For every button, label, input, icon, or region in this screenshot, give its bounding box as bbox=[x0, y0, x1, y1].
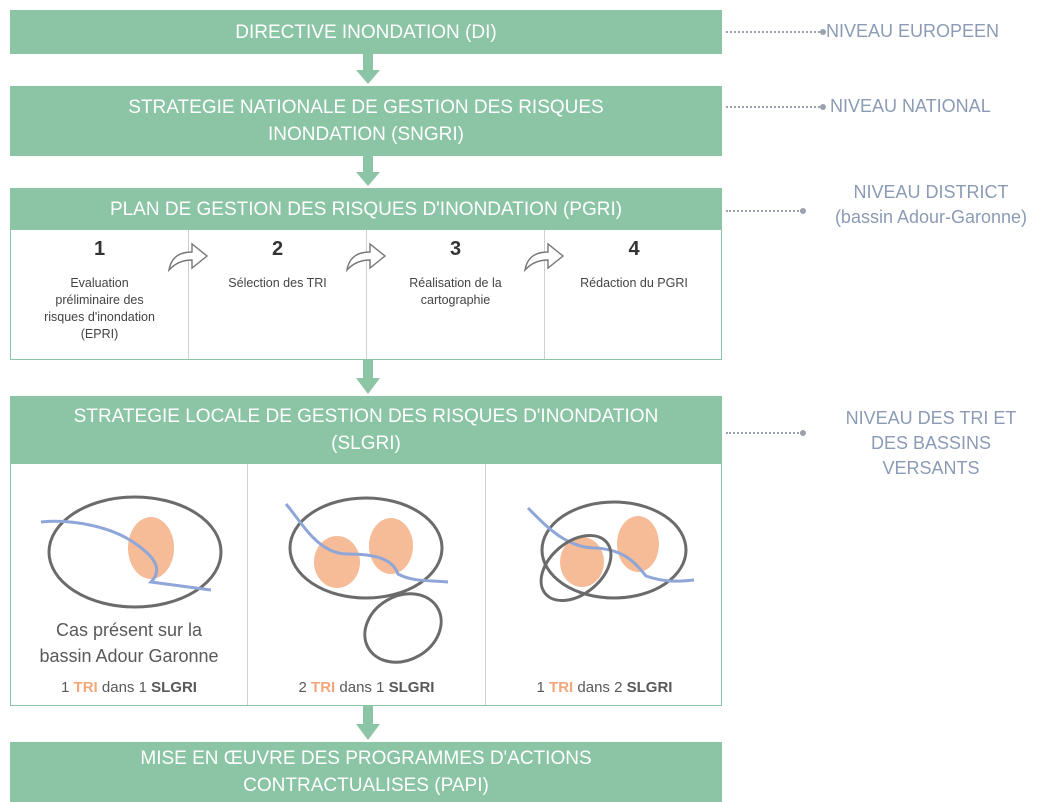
level-tri-line2: DES BASSINS bbox=[870, 433, 992, 453]
down-arrow-4 bbox=[356, 706, 380, 740]
step-1-line: (EPRI) bbox=[80, 327, 119, 341]
bar-slgri-line1: STRATEGIE LOCALE DE GESTION DES RISQUES … bbox=[73, 406, 659, 427]
bar-pgri: PLAN DE GESTION DES RISQUES D'INONDATION… bbox=[10, 188, 722, 230]
step-1-line: préliminaire des bbox=[55, 293, 144, 307]
level-district-line2: (bassin Adour-Garonne) bbox=[834, 207, 1028, 227]
step-2-line: Sélection des TRI bbox=[228, 276, 327, 290]
step-4-text: Rédaction du PGRI bbox=[545, 275, 723, 292]
connector-national bbox=[726, 106, 820, 108]
down-arrow-2 bbox=[356, 156, 380, 186]
slgri-label: SLGRI bbox=[626, 679, 673, 696]
connector-district bbox=[726, 210, 802, 212]
bar-sngri-line1: STRATEGIE NATIONALE DE GESTION DES RISQU… bbox=[128, 97, 604, 118]
slgri-count: 2 bbox=[614, 679, 623, 696]
step-4-number: 4 bbox=[628, 238, 640, 260]
step-2: 2 Sélection des TRI bbox=[189, 230, 367, 359]
bar-papi-line2: CONTRACTUALISES (PAPI) bbox=[243, 775, 489, 796]
tri-count: 1 bbox=[61, 679, 70, 696]
level-europeen-label: NIVEAU EUROPEEN bbox=[826, 21, 1000, 41]
level-district: NIVEAU DISTRICT (bassin Adour-Garonne) bbox=[812, 180, 1050, 230]
connector-end-tri bbox=[800, 430, 806, 436]
bar-papi-line1: MISE EN ŒUVRE DES PROGRAMMES D'ACTIONS bbox=[140, 748, 592, 769]
case-1-note: Cas présent sur la bassin Adour Garonne bbox=[11, 617, 247, 669]
case-1-note-line1: Cas présent sur la bbox=[55, 620, 203, 640]
connector-end-europeen bbox=[820, 29, 826, 35]
bar-pgri-label: PLAN DE GESTION DES RISQUES D'INONDATION… bbox=[109, 198, 623, 220]
bar-papi: MISE EN ŒUVRE DES PROGRAMMES D'ACTIONS C… bbox=[10, 742, 722, 802]
level-tri-line1: NIVEAU DES TRI ET bbox=[845, 408, 1017, 428]
case-1-caption: 1 TRI dans 1 SLGRI bbox=[11, 679, 247, 696]
bar-slgri: STRATEGIE LOCALE DE GESTION DES RISQUES … bbox=[10, 396, 722, 464]
step-2-text: Sélection des TRI bbox=[189, 275, 366, 292]
step-3-number: 3 bbox=[449, 238, 462, 260]
tri-label: TRI bbox=[311, 679, 336, 696]
down-arrow-3 bbox=[356, 360, 380, 394]
slgri-count: 1 bbox=[376, 679, 385, 696]
level-national-label: NIVEAU NATIONAL bbox=[830, 96, 991, 116]
case-3: 1 TRI dans 2 SLGRI bbox=[486, 464, 723, 705]
step-arrow-icon bbox=[345, 242, 387, 273]
case-2: 2 TRI dans 1 SLGRI bbox=[248, 464, 486, 705]
step-3-line: Réalisation de la bbox=[409, 276, 502, 290]
step-3: 3 Réalisation de la cartographie bbox=[367, 230, 545, 359]
step-4-line: Rédaction du PGRI bbox=[580, 276, 688, 290]
dans-word: dans bbox=[101, 679, 135, 696]
step-1-line: risques d'inondation bbox=[44, 310, 155, 324]
bar-directive-inondation: DIRECTIVE INONDATION (DI) bbox=[10, 10, 722, 54]
bar-slgri-line2: (SLGRI) bbox=[331, 433, 401, 454]
bar-sngri-line2: INONDATION (SNGRI) bbox=[268, 124, 464, 145]
slgri-cases-panel: Cas présent sur la bassin Adour Garonne … bbox=[10, 464, 722, 706]
step-arrow-icon bbox=[523, 242, 565, 273]
case-3-illustration bbox=[526, 500, 695, 603]
step-2-number: 2 bbox=[271, 238, 284, 260]
tri-count: 2 bbox=[298, 679, 307, 696]
step-3-text: Réalisation de la cartographie bbox=[367, 275, 544, 309]
case-2-caption: 2 TRI dans 1 SLGRI bbox=[248, 679, 485, 696]
down-arrow-1 bbox=[356, 54, 380, 84]
connector-end-national bbox=[820, 104, 826, 110]
connector-tri bbox=[726, 432, 802, 434]
step-1: 1 Evaluation préliminaire des risques d'… bbox=[11, 230, 189, 359]
step-3-line: cartographie bbox=[420, 293, 491, 307]
pgri-steps-panel: 1 Evaluation préliminaire des risques d'… bbox=[10, 230, 722, 360]
case-1: Cas présent sur la bassin Adour Garonne … bbox=[11, 464, 248, 705]
tri-label: TRI bbox=[73, 679, 98, 696]
connector-europeen bbox=[726, 31, 820, 33]
step-arrow-icon bbox=[167, 242, 209, 273]
slgri-label: SLGRI bbox=[151, 679, 197, 696]
dans-word: dans bbox=[339, 679, 372, 696]
connector-end-district bbox=[800, 208, 806, 214]
step-1-number: 1 bbox=[93, 238, 106, 260]
tri-label: TRI bbox=[549, 679, 574, 696]
case-3-caption: 1 TRI dans 2 SLGRI bbox=[486, 679, 723, 696]
tri-count: 1 bbox=[536, 679, 545, 696]
level-national: NIVEAU NATIONAL bbox=[830, 94, 991, 119]
dans-word: dans bbox=[577, 679, 610, 696]
bar-di-label: DIRECTIVE INONDATION (DI) bbox=[235, 21, 497, 43]
slgri-count: 1 bbox=[138, 679, 147, 696]
step-4: 4 Rédaction du PGRI bbox=[545, 230, 723, 359]
case-1-note-line2: bassin Adour Garonne bbox=[39, 646, 219, 666]
case-1-illustration bbox=[40, 495, 223, 609]
case-2-illustration bbox=[284, 496, 449, 664]
level-tri: NIVEAU DES TRI ET DES BASSINS VERSANTS bbox=[812, 406, 1050, 481]
level-europeen: NIVEAU EUROPEEN bbox=[826, 19, 999, 44]
slgri-label: SLGRI bbox=[388, 679, 435, 696]
bar-sngri: STRATEGIE NATIONALE DE GESTION DES RISQU… bbox=[10, 86, 722, 156]
level-district-line1: NIVEAU DISTRICT bbox=[853, 182, 1009, 202]
step-1-text: Evaluation préliminaire des risques d'in… bbox=[11, 275, 188, 343]
step-1-line: Evaluation bbox=[70, 276, 129, 290]
level-tri-line3: VERSANTS bbox=[882, 458, 980, 478]
